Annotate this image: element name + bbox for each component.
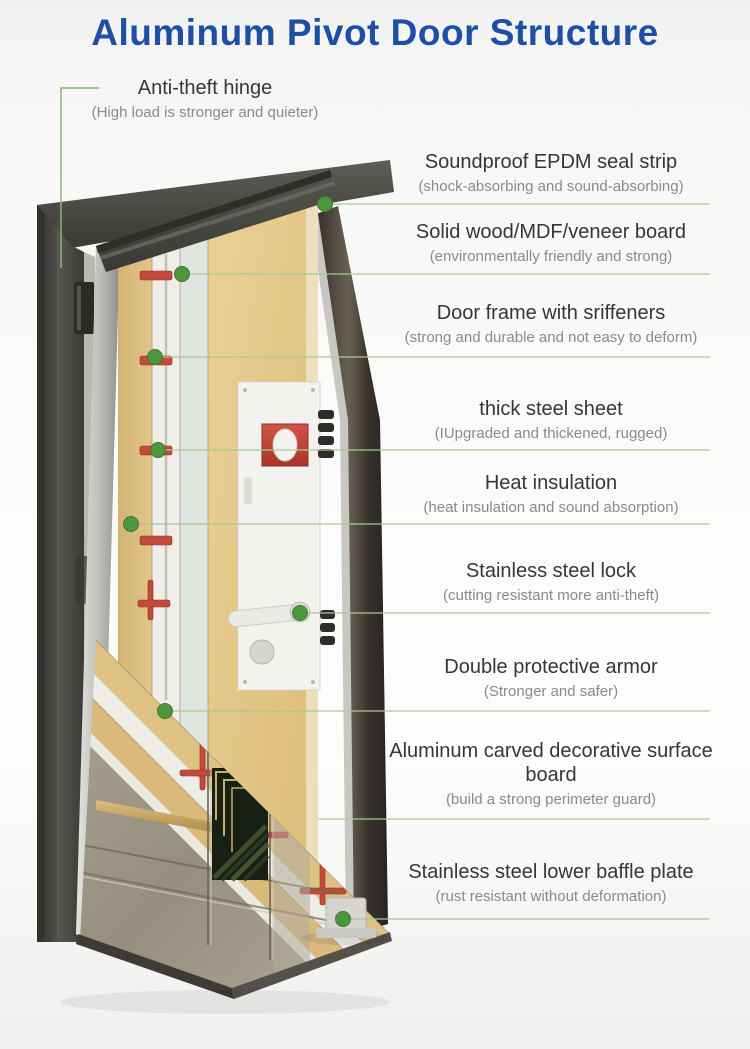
- callout-title: Aluminum carved decorative surface board: [389, 740, 713, 786]
- leader-lines: [131, 203, 710, 920]
- lock-bolts: [318, 410, 335, 645]
- callout-seal-strip: Soundproof EPDM seal strip (shock-absorb…: [345, 150, 750, 198]
- callout-subtitle: (shock-absorbing and sound-absorbing): [418, 178, 684, 195]
- page-title: Aluminum Pivot Door Structure: [91, 12, 659, 53]
- callout-door-frame: Door frame with sriffeners (strong and d…: [345, 301, 750, 349]
- callout-dots: [123, 196, 351, 927]
- door-lower-steel-section: [80, 640, 390, 990]
- lock-mechanism: [227, 381, 335, 691]
- door-top-edge-seal: [96, 170, 340, 272]
- callout-steel-sheet: thick steel sheet (IUpgraded and thicken…: [345, 397, 750, 445]
- door-hinge-edge: [76, 240, 120, 952]
- callout-title: Heat insulation: [484, 472, 618, 494]
- steel-face-panels: [80, 750, 341, 975]
- callout-dot-lock: [292, 605, 308, 621]
- callout-dot-steel-sheet: [150, 442, 166, 458]
- carved-decorative-opening: [212, 768, 270, 882]
- door-shadow: [60, 990, 390, 1014]
- callout-title: thick steel sheet: [479, 398, 623, 420]
- door-bottom-edge: [76, 932, 392, 999]
- callout-baffle-plate: Stainless steel lower baffle plate (rust…: [345, 860, 750, 908]
- callout-title: Solid wood/MDF/veneer board: [415, 221, 687, 243]
- callout-subtitle: (IUpgraded and thickened, rugged): [434, 425, 668, 442]
- callout-title: Stainless steel lower baffle plate: [408, 861, 694, 883]
- callout-armor: Double protective armor (Stronger and sa…: [345, 655, 750, 703]
- callout-title: Door frame with sriffeners: [436, 302, 666, 324]
- callout-veneer-board: Solid wood/MDF/veneer board (environment…: [345, 220, 750, 268]
- callout-subtitle: (Stronger and safer): [483, 683, 619, 700]
- wall-frame: [37, 160, 394, 942]
- callout-dot-baffle-plate: [335, 911, 351, 927]
- callout-title: Soundproof EPDM seal strip: [424, 151, 678, 173]
- callout-title: Anti-theft hinge: [137, 77, 273, 99]
- callout-subtitle: (environmentally friendly and strong): [429, 248, 673, 265]
- callout-anti-theft-hinge: Anti-theft hinge (High load is stronger …: [40, 76, 370, 124]
- callout-dot-door-frame: [147, 349, 163, 365]
- callout-title: Double protective armor: [444, 656, 658, 678]
- callout-lock: Stainless steel lock (cutting resistant …: [345, 559, 750, 607]
- callout-subtitle: (heat insulation and sound absorption): [423, 499, 679, 516]
- callout-subtitle: (cutting resistant more anti-theft): [443, 587, 659, 604]
- callout-title: Stainless steel lock: [465, 560, 637, 582]
- callout-heat-insulation: Heat insulation (heat insulation and sou…: [345, 471, 750, 519]
- callout-dot-veneer-board: [174, 266, 190, 282]
- callout-subtitle: (High load is stronger and quieter): [91, 104, 319, 121]
- callout-dot-heat-insulation: [123, 516, 139, 532]
- door-leaf: [76, 170, 392, 999]
- callout-surface-board: Aluminum carved decorative surface board…: [345, 739, 750, 811]
- callout-dot-armor: [157, 703, 173, 719]
- hinge-leader-line: [60, 87, 99, 268]
- callout-dot-seal-strip: [317, 196, 333, 212]
- annotation-layer: [60, 87, 710, 927]
- callout-subtitle: (strong and durable and not easy to defo…: [404, 329, 698, 346]
- callout-subtitle: (rust resistant without deformation): [435, 888, 667, 905]
- callout-subtitle: (build a strong perimeter guard): [445, 791, 657, 808]
